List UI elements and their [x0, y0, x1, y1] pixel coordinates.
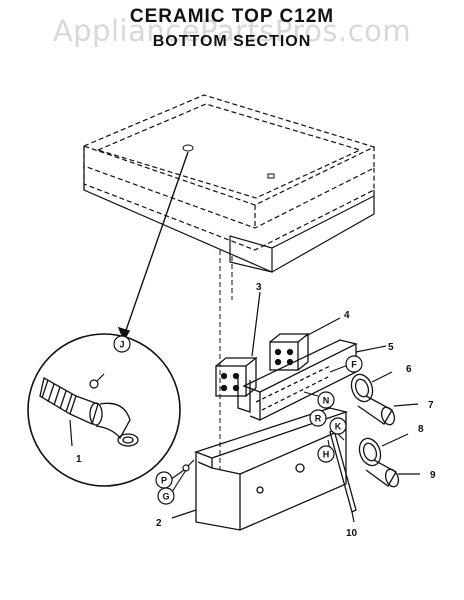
detail-circle [27, 333, 181, 487]
bottom-box [194, 407, 349, 531]
callout-f: F [345, 355, 363, 373]
leader-part-1 [69, 419, 73, 447]
knob-lower [358, 437, 400, 488]
part-number-7: 7 [428, 400, 434, 411]
part-number-9: 9 [430, 470, 436, 481]
part-number-5: 5 [388, 342, 394, 353]
callout-j: J [113, 335, 131, 353]
leader-part-4 [305, 317, 341, 337]
switch-part-4 [269, 333, 310, 371]
part-number-3: 3 [256, 282, 262, 293]
callout-leaders [169, 364, 349, 493]
small-screw-icon [182, 459, 195, 472]
watermark: AppliancePartsPros.com [52, 14, 412, 48]
tray-outline [82, 94, 376, 251]
callout-p: P [155, 471, 173, 489]
leader-part-7 [393, 403, 419, 407]
callout-g: G [157, 487, 175, 505]
part-number-8: 8 [418, 424, 424, 435]
switch-part-3 [215, 357, 258, 397]
shaft-part-10 [329, 429, 357, 513]
leader-part-5 [355, 345, 387, 353]
callout-letter: P [161, 476, 167, 486]
callout-k: K [329, 417, 347, 435]
callout-letter: H [323, 450, 330, 460]
part-number-2: 2 [156, 518, 162, 529]
leader-part-2 [171, 509, 197, 519]
diagram-subtitle: BOTTOM SECTION [152, 33, 312, 50]
tray-solid-edges [83, 146, 375, 273]
screw-icon [89, 373, 105, 389]
diagram-title: CERAMIC TOP C12M [129, 6, 335, 27]
leader-arrow-j [117, 151, 189, 342]
callout-letter: J [119, 340, 124, 350]
callout-letter: F [351, 360, 357, 370]
callout-n: N [317, 391, 335, 409]
callout-letter: R [315, 414, 322, 424]
conduit-connector [39, 377, 139, 447]
callout-letter: N [323, 396, 330, 406]
callout-r: R [309, 409, 327, 427]
support-post [219, 250, 233, 470]
leader-part-8 [381, 433, 409, 447]
leader-part-6 [371, 371, 393, 383]
callout-letter: G [162, 492, 169, 502]
knob-upper [350, 373, 396, 426]
part-number-6: 6 [406, 364, 412, 375]
tray-hole [182, 144, 194, 152]
leader-part-10 [351, 511, 355, 523]
callout-h: H [317, 445, 335, 463]
tray-slot [267, 173, 275, 179]
callout-letter: K [335, 422, 342, 432]
leader-part-3 [251, 291, 261, 357]
part-number-10: 10 [346, 528, 358, 539]
part-number-1: 1 [76, 454, 82, 465]
part-number-4: 4 [344, 310, 350, 321]
